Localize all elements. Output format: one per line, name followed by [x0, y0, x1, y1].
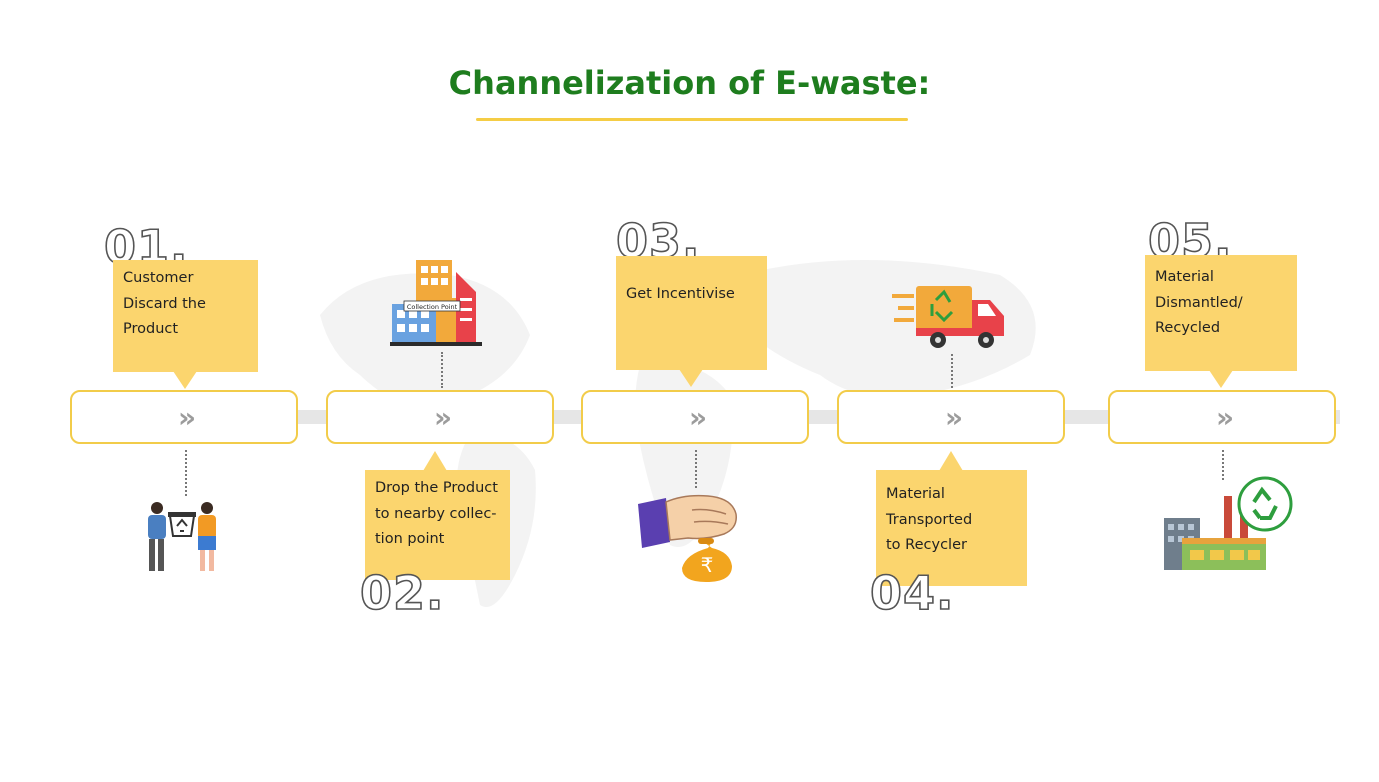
chevron-right-icon: » [1215, 400, 1234, 434]
page-title: Channelization of E-waste: [448, 64, 931, 102]
step-connector-3: » [581, 390, 809, 444]
recycling-factory-icon [1164, 476, 1293, 570]
step-text-1: Customer Discard the Product [123, 270, 206, 337]
step-number-2: 02. [359, 565, 445, 621]
hand-money-bag-icon: ₹ [638, 494, 737, 582]
chevron-right-icon: » [688, 400, 707, 434]
title-underline [476, 118, 908, 121]
collection-point-label: Collection Point [407, 303, 458, 311]
step-note-2: Drop the Product to nearby collec- tion … [365, 470, 510, 580]
chevron-right-icon: » [177, 400, 196, 434]
dotted-connector [695, 450, 697, 488]
note-pointer [679, 369, 703, 387]
people-handing-recycle-bin-icon [148, 502, 216, 571]
rupee-symbol: ₹ [701, 553, 714, 577]
note-pointer [1209, 370, 1233, 388]
chevron-right-icon: » [944, 400, 963, 434]
step-note-3: Get Incentivise [616, 256, 767, 370]
step-text-5: Material Dismantled/ Recycled [1155, 269, 1243, 336]
note-pointer [939, 451, 963, 471]
step-text-2: Drop the Product to nearby collec- tion … [375, 480, 498, 547]
dotted-connector [1222, 450, 1224, 480]
step-connector-2: » [326, 390, 554, 444]
collection-point-building-icon: Collection Point [390, 260, 482, 346]
step-connector-1: » [70, 390, 298, 444]
step-note-5: Material Dismantled/ Recycled [1145, 255, 1297, 371]
step-number-4: 04. [869, 565, 955, 621]
dotted-connector [185, 450, 187, 496]
dotted-connector [441, 352, 443, 388]
recycling-truck-icon [892, 286, 1004, 348]
step-text-3: Get Incentivise [626, 286, 735, 302]
step-connector-5: » [1108, 390, 1336, 444]
dotted-connector [951, 354, 953, 388]
chevron-right-icon: » [433, 400, 452, 434]
step-note-1: Customer Discard the Product [113, 260, 258, 372]
step-note-4: Material Transported to Recycler [876, 470, 1027, 586]
note-pointer [423, 451, 447, 471]
step-connector-4: » [837, 390, 1065, 444]
step-text-4: Material Transported to Recycler [886, 486, 973, 553]
note-pointer [173, 371, 197, 389]
